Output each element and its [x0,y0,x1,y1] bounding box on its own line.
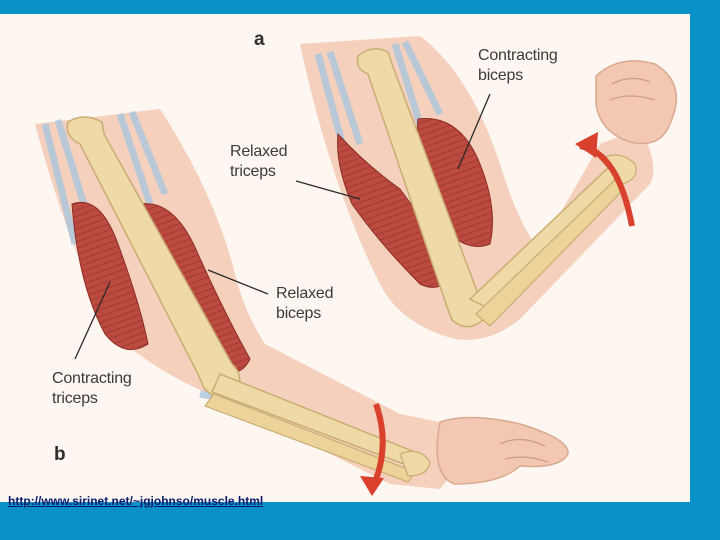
label-contracting-triceps: Contracting triceps [52,369,132,409]
label-relaxed-triceps: Relaxed triceps [230,142,287,182]
arm-muscle-illustration [0,14,690,502]
arm-b-hand [437,417,568,484]
panel-a-letter: a [254,29,265,51]
label-contracting-biceps: Contracting biceps [478,46,558,86]
label-relaxed-biceps: Relaxed biceps [276,284,333,324]
source-link[interactable]: http://www.sirinet.net/~jgjohnso/muscle.… [8,494,263,508]
arm-a-fist [596,61,676,144]
panel-b-letter: b [54,444,66,466]
diagram-panel: a b Contracting biceps Relaxed triceps R… [0,14,690,502]
